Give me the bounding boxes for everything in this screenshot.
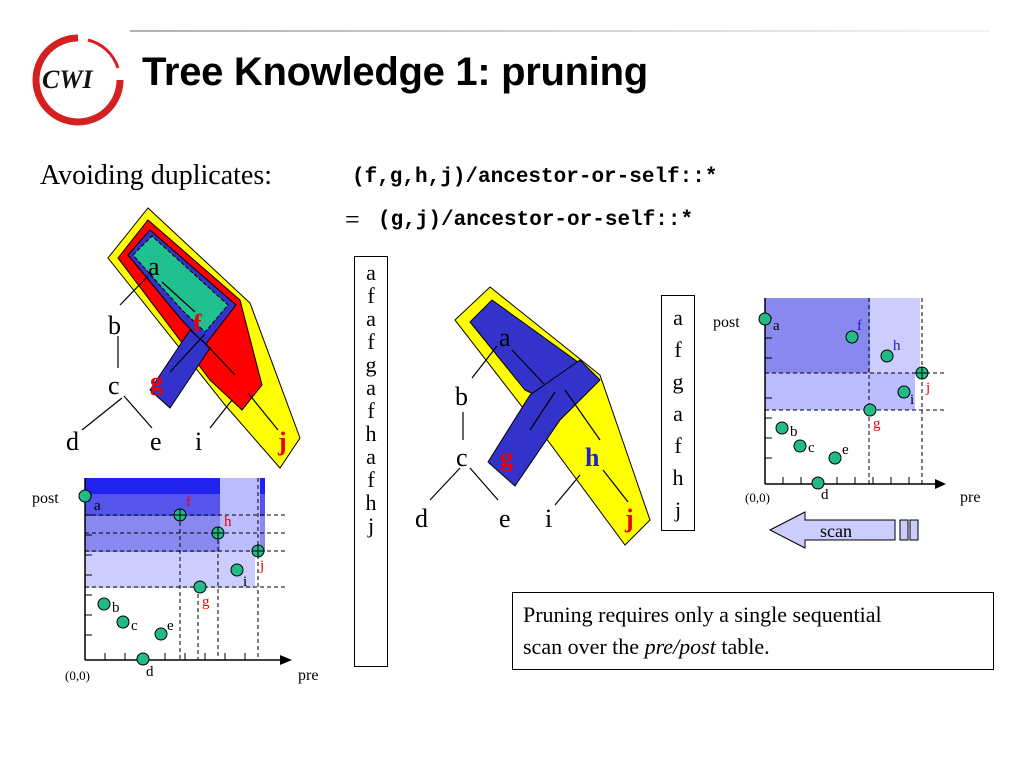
sequence-unpruned-item: g (365, 352, 377, 377)
sequence-unpruned-item: a (366, 375, 376, 400)
tree2-node-c: c (456, 443, 468, 472)
tree2-node-b: b (455, 382, 468, 411)
note-line-1: Pruning requires only a single sequentia… (523, 602, 882, 627)
equals-sign: = (345, 205, 360, 234)
cwi-logo: CWI (32, 34, 124, 126)
plot2-label-c: c (808, 440, 815, 456)
tree1-node-c: c (108, 371, 120, 400)
plot1-axis-post: post (32, 490, 59, 507)
scan-label: scan (820, 521, 852, 541)
scan-arrow: scan (768, 511, 919, 549)
plot1-label-f: f (186, 494, 191, 510)
sequence-pruned-item: f (674, 433, 682, 458)
sequence-unpruned-item: f (367, 283, 375, 308)
tree-2: a b c g h d e i j (415, 286, 651, 546)
tree2-node-e: e (499, 504, 511, 533)
header-rule (130, 30, 990, 32)
plot2-label-e: e (842, 442, 849, 458)
avoiding-duplicates-label: Avoiding duplicates: (40, 160, 272, 191)
plot1-label-d: d (146, 664, 154, 680)
tree1-node-d: d (66, 427, 79, 456)
sequence-pruned-item: g (672, 369, 684, 394)
plot2-label-b: b (790, 424, 798, 440)
sequence-pruned-item: j (674, 497, 682, 522)
plot1-label-a: a (94, 498, 101, 514)
sequence-unpruned-item: j (367, 513, 375, 538)
tree1-node-g: g (150, 367, 163, 396)
plot2-label-i: i (910, 392, 914, 408)
plot1-label-c: c (131, 618, 138, 634)
xpath-query-2: (g,j)/ancestor-or-self::* (378, 209, 694, 232)
plot1-label-i: i (243, 574, 247, 590)
sequence-pruned-item: f (674, 337, 682, 362)
plot2-label-g: g (873, 416, 881, 432)
xpath-query-1: (f,g,h,j)/ancestor-or-self::* (352, 166, 718, 189)
sequence-unpruned-item: h (365, 421, 377, 446)
tree1-node-i: i (195, 427, 202, 456)
plot1-label-j: j (259, 558, 264, 574)
sequence-pruned-item: h (672, 465, 684, 490)
tree2-node-a: a (499, 323, 511, 352)
tree1-node-e: e (150, 427, 162, 456)
region-teal-1 (132, 235, 229, 333)
plot2-label-j: j (925, 380, 930, 396)
tree2-node-j: j (624, 504, 634, 533)
plot-1: a f h j i g b c e d post pre (0,0) (32, 478, 318, 684)
plot2-label-a: a (773, 318, 780, 334)
tree1-node-b: b (108, 311, 121, 340)
sequence-unpruned-item: a (366, 260, 376, 285)
plot1-label-g: g (202, 594, 210, 610)
tree-1: a b f c g d e i j (66, 207, 301, 469)
tree2-node-g: g (500, 443, 513, 472)
tree1-node-f: f (193, 309, 202, 338)
logo-text: CWI (42, 65, 93, 94)
plot2-axis-post: post (713, 314, 740, 331)
region-blue-h-2 (487, 359, 601, 487)
sequence-unpruned-item: f (367, 329, 375, 354)
tree1-node-j: j (277, 427, 287, 456)
tree2-node-h: h (585, 443, 600, 472)
sequence-unpruned-item: f (367, 398, 375, 423)
note-line2-italic: pre/post (644, 634, 716, 659)
tree2-node-i: i (545, 504, 552, 533)
plot2-axis-pre: pre (960, 489, 980, 506)
plot1-label-e: e (167, 618, 174, 634)
sequence-pruned-item: a (673, 401, 683, 426)
sequence-unpruned-item: a (366, 444, 376, 469)
sequence-unpruned-item: h (365, 490, 377, 515)
plot2-label-h: h (893, 338, 901, 354)
plot1-label-h: h (224, 514, 232, 530)
plot1-label-b: b (112, 600, 120, 616)
note-line-2: scan over the pre/post table. (523, 631, 983, 663)
plot1-axis-pre: pre (298, 667, 318, 684)
plot1-origin: (0,0) (65, 668, 90, 683)
plot2-label-d: d (821, 487, 829, 503)
sequence-unpruned-item: f (367, 467, 375, 492)
pruning-note: Pruning requires only a single sequentia… (512, 592, 994, 670)
sequence-pruned-item: a (673, 305, 683, 330)
note-line2-suffix: table. (715, 634, 770, 659)
slide-title: Tree Knowledge 1: pruning (142, 50, 648, 94)
sequence-unpruned-item: a (366, 306, 376, 331)
tree2-node-d: d (415, 504, 428, 533)
plot2-label-f: f (857, 318, 862, 334)
tree1-node-a: a (148, 252, 160, 281)
note-line2-prefix: scan over the (523, 634, 645, 659)
plot-2: a f h j i g b c e d post pre (0,0) scan (713, 298, 980, 549)
plot2-origin: (0,0) (745, 490, 770, 505)
